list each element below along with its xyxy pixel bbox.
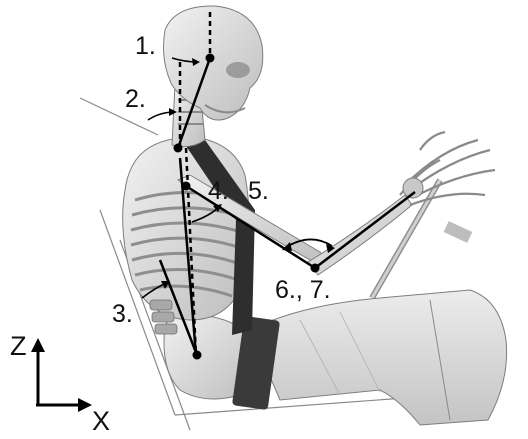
joint-marker-pelvis	[193, 351, 202, 360]
forearm-segment	[315, 192, 415, 268]
joint-marker-head	[206, 54, 215, 63]
label-3: 3.	[112, 300, 133, 328]
coordinate-axes: Z X	[10, 331, 110, 436]
joint-marker-neck	[174, 144, 183, 153]
joint-marker-elbow	[311, 264, 320, 273]
joint-marker-shoulder	[182, 182, 191, 191]
label-4: 4.	[208, 177, 229, 205]
label-6-7: 6., 7.	[275, 276, 331, 304]
x-axis-label: X	[92, 406, 110, 436]
label-5: 5.	[248, 177, 269, 205]
label-1: 1.	[135, 32, 156, 60]
x-axis-arrowhead	[78, 398, 92, 412]
steering-wheel	[372, 180, 472, 298]
z-axis-arrowhead	[31, 338, 45, 352]
z-axis-label: Z	[10, 331, 27, 361]
label-2: 2.	[125, 85, 146, 113]
pelvis	[164, 314, 280, 410]
thigh	[250, 290, 507, 425]
